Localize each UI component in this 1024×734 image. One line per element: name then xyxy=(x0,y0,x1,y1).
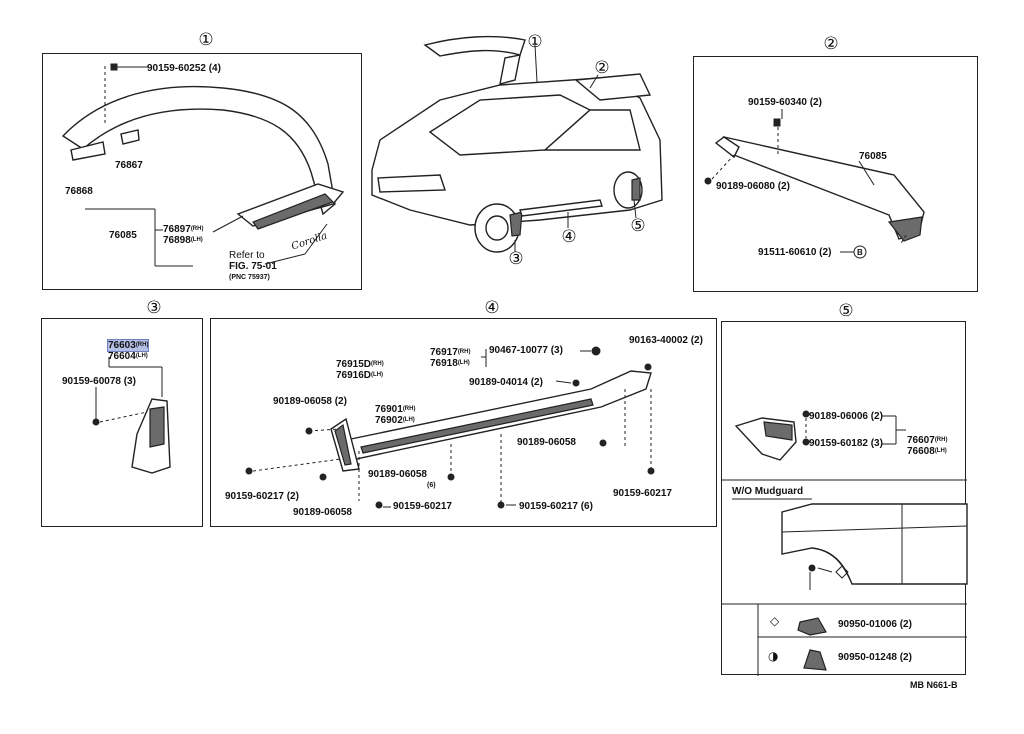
panel-mudguard-3: 76603(RH) 76604(LH) 90159-60078 (3) xyxy=(41,318,203,527)
spoiler-part-label: 76085 xyxy=(859,151,887,162)
bolt-label: 90159-60252 (4) xyxy=(147,63,221,74)
panel-side-skirt-4: 76915D(RH) 76916D(LH) 76917(RH) 76918(LH… xyxy=(210,318,717,527)
marker-b: B xyxy=(857,248,863,257)
bracket-a-label: 76867 xyxy=(115,160,143,171)
wo-mudguard-title: W/O Mudguard xyxy=(732,486,804,497)
car-callout-2: ② xyxy=(594,58,610,78)
car-callout-1: ① xyxy=(527,32,543,52)
rh-b-label: 76917(RH) xyxy=(430,347,471,358)
bolt-d-label: 90159-60217 (2) xyxy=(225,491,299,502)
section-marker-3: ③ xyxy=(146,298,162,318)
bolt-c-qty: (6) xyxy=(427,482,436,489)
panel-rear-spoiler-2: 90159-60340 (2) 90189-06080 (2) 76085 91… xyxy=(693,56,978,292)
figure-code: MB N661-B xyxy=(910,680,958,690)
section-marker-4: ④ xyxy=(484,298,500,318)
section-marker-5: ⑤ xyxy=(838,301,854,321)
bolt-b-label: 90159-60182 (3) xyxy=(809,438,883,449)
refer-line-2: FIG. 75-01 xyxy=(229,261,277,272)
car-callout-5: ⑤ xyxy=(630,216,646,236)
lh-part-label: 76898(LH) xyxy=(163,235,203,246)
spoiler-drawing-1 xyxy=(61,63,345,267)
section-marker-1: ① xyxy=(198,30,214,50)
bolt-f-label: 90159-60217 xyxy=(393,501,452,512)
rh-c-label: 76901(RH) xyxy=(375,404,416,415)
grommet-b-label: 90950-01248 (2) xyxy=(838,652,912,663)
bolt-c-label: 90189-06058 xyxy=(368,469,427,480)
clip-b-label: 90163-40002 (2) xyxy=(629,335,703,346)
lh-part-label: 76608(LH) xyxy=(907,446,947,457)
panel-rear-spoiler-1: 90159-60252 (4) 76867 76868 76085 76897(… xyxy=(42,53,362,290)
car-callout-3: ③ xyxy=(508,249,524,269)
diamond-symbol-icon: ◇ xyxy=(770,614,780,628)
lh-a-label: 76916D(LH) xyxy=(336,370,384,381)
rh-a-label: 76915D(RH) xyxy=(336,359,384,370)
bolt-b-label: 90189-06058 xyxy=(517,437,576,448)
rh-part-label: 76603(RH) xyxy=(106,339,150,352)
refer-line-3: (PNC 75937) xyxy=(229,274,270,281)
lh-b-label: 76918(LH) xyxy=(430,358,470,369)
lh-part-label: 76604(LH) xyxy=(108,351,148,362)
clip-c-label: 90189-04014 (2) xyxy=(469,377,543,388)
refer-line-1: Refer to xyxy=(229,250,265,261)
bolt-a-label: 90189-06058 (2) xyxy=(273,396,347,407)
bolt-a-label: 90189-06006 (2) xyxy=(809,411,883,422)
bracket-b-label: 76868 xyxy=(65,186,93,197)
car-callout-4: ④ xyxy=(561,227,577,247)
bolt-g-label: 90159-60217 (6) xyxy=(519,501,593,512)
spoiler-part-label: 76085 xyxy=(109,230,137,241)
side-skirt-drawing xyxy=(245,346,655,509)
clip-a-label: 90467-10077 (3) xyxy=(489,345,563,356)
half-circle-symbol-icon: ◑ xyxy=(768,649,779,663)
rh-part-label: 76607(RH) xyxy=(907,435,948,446)
lh-c-label: 76902(LH) xyxy=(375,415,415,426)
mudguard-drawing-3 xyxy=(92,357,171,474)
bolt-top-label: 90159-60340 (2) xyxy=(748,97,822,108)
bolt-label: 90159-60078 (3) xyxy=(62,376,136,387)
bolt-h-label: 90159-60217 xyxy=(613,488,672,499)
section-marker-2: ② xyxy=(823,34,839,54)
grommet-a-label: 90950-01006 (2) xyxy=(838,619,912,630)
bolt-e-label: 90189-06058 xyxy=(293,507,352,518)
bolt-left-label: 90189-06080 (2) xyxy=(716,181,790,192)
spoiler-drawing-2 xyxy=(704,109,925,259)
panel-mudguard-5: 90189-06006 (2) 90159-60182 (3) 76607(RH… xyxy=(721,321,968,676)
bottom-part-label: 91511-60610 (2) xyxy=(758,247,832,258)
mudguard-drawing-5 xyxy=(722,410,968,676)
rh-part-label: 76897(RH) xyxy=(163,224,204,235)
